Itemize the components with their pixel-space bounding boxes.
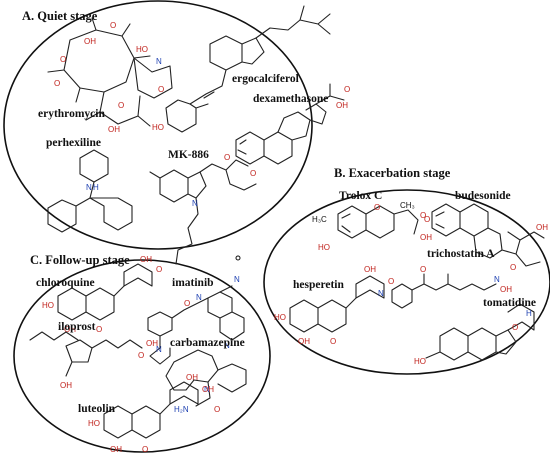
svg-text:HO: HO xyxy=(414,357,426,366)
svg-text:N: N xyxy=(378,289,384,298)
trolox-structure: H₃C HO O CH₃ OH O xyxy=(312,201,432,252)
svg-text:OH: OH xyxy=(60,381,72,390)
svg-text:O: O xyxy=(184,299,190,308)
svg-text:O: O xyxy=(110,21,116,30)
svg-text:N: N xyxy=(224,341,230,350)
budesonide-structure: O OH O xyxy=(420,203,548,272)
svg-text:OH: OH xyxy=(140,255,152,264)
svg-text:O: O xyxy=(510,263,516,272)
imatinib-label: imatinib xyxy=(172,277,214,289)
svg-text:CH₃: CH₃ xyxy=(400,201,415,210)
mk886-structure: N O xyxy=(149,159,257,265)
svg-text:O: O xyxy=(156,265,162,274)
perhexiline-structure: N H xyxy=(47,149,133,233)
svg-text:OH: OH xyxy=(500,285,512,294)
imatinib-structure: N N O N N xyxy=(147,275,245,365)
hesperetin-structure: HO OH O OH O xyxy=(274,265,394,346)
svg-text:OH: OH xyxy=(202,385,214,394)
svg-text:O: O xyxy=(512,323,518,332)
chloroquine-label: chloroquine xyxy=(36,277,95,289)
svg-text:OH: OH xyxy=(536,223,548,232)
ergocalciferol-structure: HO xyxy=(152,5,331,133)
luteolin-label: luteolin xyxy=(78,403,116,415)
svg-text:N: N xyxy=(494,275,500,284)
luteolin-structure: HO OH O OH OH xyxy=(88,373,214,454)
exacerbation-stage-ellipse xyxy=(263,189,550,375)
svg-text:O: O xyxy=(214,405,220,414)
svg-text:N: N xyxy=(192,199,198,208)
svg-text:O: O xyxy=(60,55,66,64)
svg-text:OH: OH xyxy=(186,373,198,382)
svg-text:OH: OH xyxy=(84,37,96,46)
svg-text:OH: OH xyxy=(146,339,158,348)
trolox-label: Trolox C xyxy=(339,190,382,202)
small-dot xyxy=(235,255,241,261)
svg-text:O: O xyxy=(420,265,426,274)
svg-text:N: N xyxy=(86,183,92,192)
svg-text:OH: OH xyxy=(108,125,120,134)
svg-text:N: N xyxy=(156,345,162,354)
svg-text:O: O xyxy=(420,211,426,220)
svg-text:H₂N: H₂N xyxy=(174,405,189,414)
svg-text:OH: OH xyxy=(420,233,432,242)
svg-text:O: O xyxy=(158,85,164,94)
perhexiline-label: perhexiline xyxy=(46,137,101,149)
exacerbation-stage-label: B. Exacerbation stage xyxy=(334,166,451,180)
svg-text:N: N xyxy=(234,275,240,284)
svg-text:N: N xyxy=(196,293,202,302)
quiet-stage-label: A. Quiet stage xyxy=(22,9,98,23)
svg-text:HO: HO xyxy=(152,123,164,132)
svg-text:HO: HO xyxy=(318,243,330,252)
svg-text:OH: OH xyxy=(336,101,348,110)
svg-text:O: O xyxy=(54,79,60,88)
svg-text:O: O xyxy=(138,351,144,360)
carbamazepine-label: carbamazepine xyxy=(170,337,245,349)
dexamethasone-structure: O OH O xyxy=(224,83,350,165)
followup-stage-ellipse xyxy=(13,259,271,453)
svg-text:O: O xyxy=(250,169,256,178)
svg-text:OH: OH xyxy=(298,337,310,346)
iloprost-structure: OH O OH xyxy=(29,331,158,390)
hesperetin-label: hesperetin xyxy=(293,279,345,291)
dexamethasone-label: dexamethasone xyxy=(253,93,328,105)
svg-text:OH: OH xyxy=(110,445,122,454)
svg-text:H: H xyxy=(93,183,99,192)
quiet-stage-ellipse xyxy=(3,0,313,250)
chloroquine-structure: HO OH O OH O xyxy=(42,255,162,334)
followup-stage-label: C. Follow-up stage xyxy=(30,253,130,267)
ergocalciferol-label: ergocalciferol xyxy=(232,73,299,85)
svg-text:O: O xyxy=(424,215,430,224)
erythromycin-structure: OH O O O HO N O O OH xyxy=(47,17,173,134)
mk886-label: MK-886 xyxy=(168,149,209,161)
svg-text:H: H xyxy=(526,309,532,318)
svg-text:O: O xyxy=(374,203,380,212)
budesonide-label: budesonide xyxy=(455,190,511,202)
svg-text:O: O xyxy=(330,337,336,346)
svg-text:O: O xyxy=(224,153,230,162)
erythromycin-label: erythromycin xyxy=(38,108,105,120)
svg-text:O: O xyxy=(96,325,102,334)
svg-text:HO: HO xyxy=(42,301,54,310)
svg-text:O: O xyxy=(118,101,124,110)
trichostatin-label: trichostatin A xyxy=(427,248,495,260)
svg-text:O: O xyxy=(388,277,394,286)
svg-text:HO: HO xyxy=(88,419,100,428)
svg-text:H₃C: H₃C xyxy=(312,215,327,224)
svg-text:O: O xyxy=(344,85,350,94)
svg-text:HO: HO xyxy=(136,45,148,54)
svg-text:OH: OH xyxy=(64,325,76,334)
svg-text:N: N xyxy=(204,385,210,394)
tomatidine-structure: HO O H xyxy=(414,303,535,366)
tomatidine-label: tomatidine xyxy=(483,297,536,309)
trichostatin-structure: N O N OH xyxy=(378,265,512,309)
svg-text:HO: HO xyxy=(274,313,286,322)
svg-text:N: N xyxy=(156,57,162,66)
carbamazepine-structure: N H₂N O xyxy=(165,349,247,414)
svg-text:OH: OH xyxy=(364,265,376,274)
svg-text:O: O xyxy=(142,445,148,454)
iloprost-label: iloprost xyxy=(58,321,96,333)
